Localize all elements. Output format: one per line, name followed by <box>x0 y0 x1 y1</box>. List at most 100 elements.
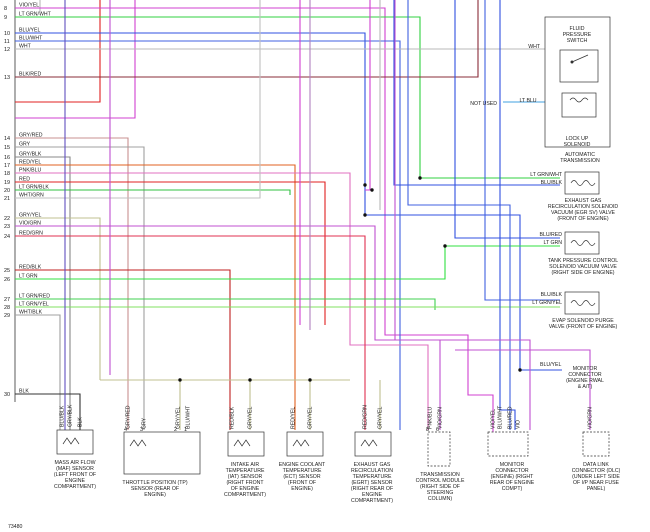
tank-pressure-valve-wire-1: BLU/RED <box>540 232 563 238</box>
pin-number-30: 30 <box>4 392 10 398</box>
pin-label-10: BLU/YEL <box>19 28 40 34</box>
pin-label-25: RED/BLK <box>19 265 42 271</box>
pin-number-10: 10 <box>4 31 10 37</box>
maf-sensor-wire-2: GRY/BLK <box>68 404 74 427</box>
thermistor-icon <box>292 439 310 447</box>
pin-number-25: 25 <box>4 268 10 274</box>
pin-number-16: 16 <box>4 155 10 161</box>
pin-number-11: 11 <box>4 39 10 45</box>
ect-sensor-body <box>286 431 324 457</box>
pin-label-26: LT GRN <box>19 274 38 280</box>
pin-number-20: 20 <box>4 188 10 194</box>
pin-label-27: LT GRN/RED <box>19 294 50 300</box>
pin-label-16: GRY/BLK <box>19 152 42 158</box>
pin-label-14: GRY/RED <box>19 133 43 139</box>
wire-blu-red-monitor <box>499 0 516 430</box>
not-used-label: NOT USED <box>470 101 497 107</box>
wire-vio-yel <box>15 7 494 435</box>
wire-red-blk <box>15 269 231 430</box>
egrt-sensor-body <box>354 431 392 457</box>
pin-label-15: GRY <box>19 142 31 148</box>
ect-sensor-wire-1: RED/YEL <box>291 407 297 429</box>
pin-label-29: WHT/BLK <box>19 310 43 316</box>
wire-top-vio <box>15 0 136 119</box>
monitor-connector-wire-1: VIO/YEL <box>491 409 497 429</box>
wire-lt-grn <box>15 245 560 280</box>
pin-label-21: WHT/GRN <box>19 193 44 199</box>
pin-label-28: LT GRN/YEL <box>19 302 49 308</box>
pin-label-8: VIO/YEL <box>19 3 39 9</box>
splice-dot-icon <box>363 183 367 187</box>
tank-pressure-valve-wire-2: LT GRN <box>543 240 562 246</box>
wire-red-grn <box>15 235 366 430</box>
wire-wht-blk <box>15 314 61 430</box>
pin-label-17: RED/YEL <box>19 160 41 166</box>
pin-label-12: WHT <box>19 44 32 50</box>
tp-sensor-wire-2: GRY <box>142 417 148 429</box>
splice-dot-icon <box>418 176 422 180</box>
wire-blk <box>15 393 81 430</box>
pin-number-19: 19 <box>4 180 10 186</box>
pin-number-21: 21 <box>4 196 10 202</box>
pin-label-11: BLU/WHT <box>19 36 43 42</box>
pin-label-19: RED <box>19 177 30 183</box>
maf-sensor-wire-1: BLU/BLK <box>60 405 66 427</box>
monitor-connector-body <box>487 431 529 457</box>
wire-blu-wht-trunk <box>15 40 401 430</box>
wire-wht-grn <box>15 0 261 199</box>
splice-dot-icon <box>518 368 522 372</box>
pin-label-24: RED/GRN <box>19 231 43 237</box>
splice-dot-icon <box>443 244 447 248</box>
data-link-connector-wire-1: VIO/GRN <box>588 407 594 429</box>
pin-label-18: PNK/BLU <box>19 168 41 174</box>
pin-number-13: 13 <box>4 75 10 81</box>
egr-valve-wire-2: BLU/BLK <box>541 180 563 186</box>
egrt-sensor-wire-1: RED/GRN <box>363 405 369 429</box>
wire-blu-red-tank <box>454 0 560 239</box>
pin-label-23: VIO/GRN <box>19 221 41 227</box>
pin-number-28: 28 <box>4 305 10 311</box>
monitor-connector-wire-2: BLU/WHT <box>498 405 504 429</box>
wire-blu-wht-monitor <box>407 0 511 430</box>
wire-gry <box>15 146 145 430</box>
pin-number-26: 26 <box>4 277 10 283</box>
pin-label-22: GRY/YEL <box>19 213 42 219</box>
coil-icon <box>570 300 596 306</box>
egrt-sensor-wire-2: GRY/YEL <box>378 406 384 429</box>
wire-vio-monitor <box>394 0 531 430</box>
wire-gry-red <box>15 137 129 430</box>
egr-valve-body <box>564 171 600 195</box>
tcm-module-wire-2: VIO/GRN <box>438 407 444 429</box>
coil-icon <box>569 97 589 103</box>
splice-dot-icon <box>178 378 182 382</box>
tcm-module-wire-1: PNK/BLU <box>428 407 434 429</box>
splice-dot-icon <box>370 188 374 192</box>
tcm-module-body <box>427 431 451 467</box>
thermistor-icon <box>129 439 147 447</box>
wht-wire-label: WHT <box>528 44 541 50</box>
pin-number-15: 15 <box>4 145 10 151</box>
pin-label-30: BLK <box>19 389 29 395</box>
egr-valve-wire-1: LT GRN/WHT <box>530 172 563 178</box>
data-link-connector-body <box>582 431 610 457</box>
